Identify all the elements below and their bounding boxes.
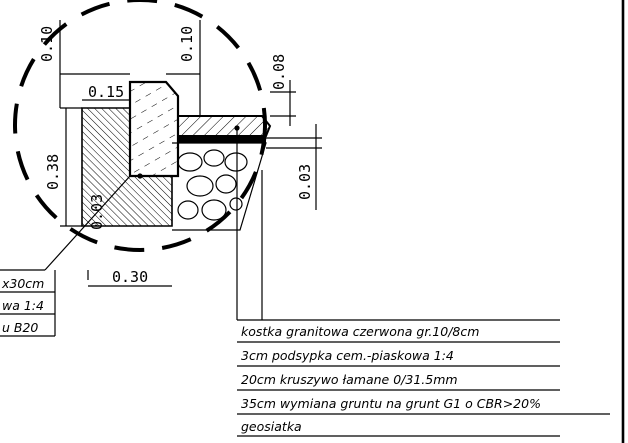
paving-stone bbox=[177, 115, 272, 137]
dim-slope: 0.03 bbox=[296, 164, 314, 200]
dim-top-right: 0.10 bbox=[178, 26, 196, 62]
granite-curb bbox=[128, 80, 180, 178]
layer-note-line: geosiatka bbox=[241, 419, 302, 434]
dim-left-height: 0.38 bbox=[44, 154, 62, 190]
dim-base-width: 0.30 bbox=[112, 268, 148, 286]
dim-curb-width: 0.15 bbox=[88, 83, 124, 101]
layer-note-line: 3cm podsypka cem.-piaskowa 1:4 bbox=[241, 348, 454, 363]
aggregate-base bbox=[172, 142, 267, 231]
layer-note-line: 35cm wymiana gruntu na grunt G1 o CBR>20… bbox=[241, 396, 541, 411]
marker-point bbox=[137, 173, 143, 179]
dim-top-left: 0.10 bbox=[38, 26, 56, 62]
left-notes: x30cm wa 1:4 u B20 bbox=[0, 270, 56, 337]
layer-notes: kostka granitowa czerwona gr.10/8cm 3cm … bbox=[237, 324, 610, 437]
dim-side-gap: 0.03 bbox=[88, 194, 106, 230]
layer-note-line: kostka granitowa czerwona gr.10/8cm bbox=[241, 324, 479, 339]
bedding-layer bbox=[178, 137, 266, 143]
left-note-line: x30cm bbox=[1, 276, 44, 291]
dim-right-height: 0.08 bbox=[270, 54, 288, 90]
layer-note-line: 20cm kruszywo łamane 0/31.5mm bbox=[241, 372, 458, 387]
dimension-lines bbox=[0, 20, 560, 321]
left-note-line: u B20 bbox=[2, 320, 38, 335]
left-note-line: wa 1:4 bbox=[2, 298, 44, 313]
